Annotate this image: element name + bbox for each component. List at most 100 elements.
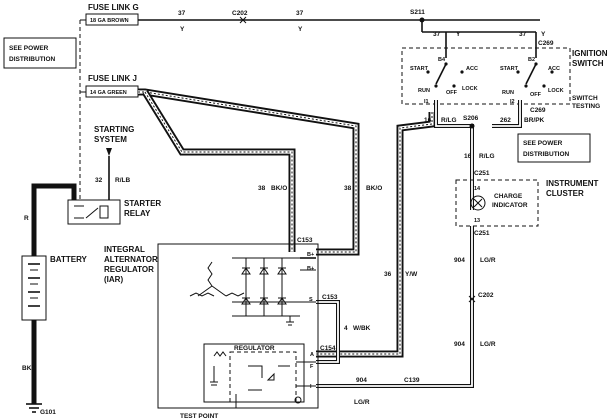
alternator-body: C153 B+ B+ S [157, 237, 336, 420]
see-power-distribution-left: SEE POWER DISTRIBUTION [3, 37, 77, 69]
starting-system-1: STARTING [94, 125, 134, 134]
instrument-cluster: C251 INSTRUMENT CLUSTER 14 CHARGE INDICA… [455, 170, 599, 237]
svg-text:LOCK: LOCK [462, 86, 478, 92]
svg-text:13: 13 [474, 218, 480, 224]
connector-c251-bottom: C251 [474, 230, 490, 237]
circuit-904-b: 904 [454, 341, 465, 348]
switch-testing-2: TESTING [572, 103, 600, 110]
battery-label: BATTERY [50, 255, 88, 264]
svg-text:14: 14 [474, 186, 481, 192]
svg-text:B+: B+ [307, 252, 314, 258]
starting-system-2: SYSTEM [94, 135, 127, 144]
ignition-title-1: IGNITION [572, 49, 608, 58]
iar-title-3: REGULATOR [104, 265, 154, 274]
connector-c202-right: C202 [478, 292, 494, 299]
fuse-link-g-spec: 18 GA BROWN [90, 18, 129, 24]
connector-c154: C154 [320, 345, 336, 352]
circuit-4: 4 [344, 325, 348, 332]
svg-text:DISTRIBUTION: DISTRIBUTION [9, 56, 56, 63]
iar-title-1: INTEGRAL [104, 245, 145, 254]
connector-c153-top: C153 [297, 237, 313, 244]
svg-text:I: I [310, 384, 312, 390]
splice-s211: S211 [410, 9, 425, 16]
svg-text:OFF: OFF [530, 92, 542, 98]
yw-label: Y/W [405, 271, 418, 278]
test-point-label: TEST POINT [180, 413, 218, 420]
arrow-down-icon [106, 148, 112, 156]
instrument-cluster-box [455, 179, 539, 227]
charge-indicator-1: CHARGE [494, 193, 523, 200]
ignition-title-2: SWITCH [572, 59, 604, 68]
svg-text:LOCK: LOCK [548, 88, 564, 94]
svg-text:START: START [500, 66, 519, 72]
circuit-32: 32 [95, 177, 103, 184]
starter-relay-1: STARTER [124, 199, 161, 208]
svg-text:I2: I2 [510, 99, 515, 105]
svg-text:RUN: RUN [502, 90, 514, 96]
wire-lgr-904 [316, 226, 474, 388]
ignition-switch-box [401, 47, 571, 105]
svg-text:B4: B4 [438, 57, 446, 63]
fuse-link-j-spec: 14 GA GREEN [90, 90, 127, 96]
test-point-terminal [294, 396, 302, 404]
connector-c139: C139 [404, 377, 420, 384]
cluster-title-2: CLUSTER [546, 189, 584, 198]
see-power-distribution-right: SEE POWER DISTRIBUTION [517, 133, 591, 163]
circuit-36: 36 [384, 271, 392, 278]
connector-c202-top: C202 [232, 10, 248, 17]
connector-c251-top: C251 [474, 170, 490, 177]
circuit-37-sw-a: 37 [433, 31, 441, 38]
ignition-switch: IGNITION SWITCH SWITCH TESTING 37 Y 37 Y… [401, 20, 608, 114]
cable-yw-36 [316, 112, 436, 358]
rlg-label-b: R/LG [479, 153, 495, 160]
bk-label: BK [22, 365, 32, 372]
svg-text:B2: B2 [528, 57, 535, 63]
bko-label-a: BK/O [271, 185, 287, 192]
connector-c269-bottom: C269 [530, 107, 546, 114]
svg-text:I1: I1 [424, 99, 429, 105]
wire-r-lg-16 [434, 100, 474, 210]
ground-g101-label: G101 [40, 409, 56, 416]
circuit-16-a: 16 [424, 117, 432, 124]
rlg-label-a: R/LG [441, 117, 457, 124]
fuse-link-j: FUSE LINK J 14 GA GREEN [85, 74, 139, 98]
splice-s206-dot [469, 123, 475, 129]
lgr-label-c: LG/R [354, 399, 370, 406]
brpk-label: BR/PK [524, 117, 545, 124]
svg-text:B+: B+ [307, 266, 314, 272]
iar-title-2: ALTERNATOR [104, 255, 158, 264]
fuse-link-j-title: FUSE LINK J [88, 74, 137, 83]
regulator-box [229, 351, 297, 403]
svg-text:DISTRIBUTION: DISTRIBUTION [523, 151, 570, 158]
circuit-904-a: 904 [454, 257, 465, 264]
splice-s206: S206 [463, 115, 479, 122]
starter-relay-box [67, 199, 121, 225]
circuit-904-c: 904 [356, 377, 367, 384]
svg-text:ACC: ACC [466, 66, 478, 72]
battery-body [21, 255, 47, 321]
svg-text:A: A [310, 352, 314, 358]
svg-text:SEE POWER: SEE POWER [9, 45, 49, 52]
cable-bko-38 [138, 88, 360, 256]
circuit-38-b: 38 [344, 185, 352, 192]
lgr-label-a: LG/R [480, 257, 496, 264]
switch-testing-1: SWITCH [572, 95, 598, 102]
bko-label-b: BK/O [366, 185, 382, 192]
wire-brpk-262 [492, 100, 522, 128]
cable-wbk-4 [316, 300, 340, 364]
regulator-label: REGULATOR [234, 345, 275, 352]
rlb-label: R/LB [115, 177, 130, 184]
svg-text:F: F [310, 364, 314, 370]
y-sw-b: Y [541, 31, 546, 38]
circuit-262: 262 [500, 117, 511, 124]
switch-lever-right [525, 63, 537, 85]
charge-indicator-lamp [470, 195, 486, 211]
y-sw-a: Y [456, 31, 461, 38]
starter-relay-2: RELAY [124, 209, 151, 218]
svg-text:ACC: ACC [548, 66, 560, 72]
fuse-link-g: FUSE LINK G 18 GA BROWN [85, 3, 139, 26]
circuit-38-a: 38 [258, 185, 266, 192]
starter-relay: STARTER RELAY [67, 199, 161, 225]
